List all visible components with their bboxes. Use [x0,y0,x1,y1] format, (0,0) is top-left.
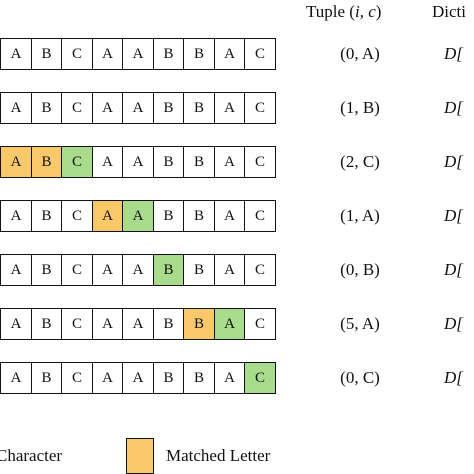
tuple-value: (0, A) [340,44,380,63]
dictionary-entry: D[ [444,314,463,333]
letter-cell-plain: A [91,308,124,340]
letter-cell-plain: A [213,254,246,286]
letter-cell-plain: A [0,254,32,286]
letter-cell-plain: C [61,254,93,286]
letter-cell-matched: A [0,146,32,178]
tuple-value: (2, C) [340,152,380,171]
letter-cell-plain: C [244,92,276,124]
letter-cell-plain: B [183,38,215,70]
letter-cell-plain: B [183,200,215,232]
legend-matched-swatch [126,438,154,474]
letter-cell-plain: A [213,38,246,70]
letter-cell-plain: B [30,254,63,286]
letter-cell-plain: C [244,200,276,232]
letter-cell-plain: B [152,200,185,232]
letter-cell-plain: B [183,254,215,286]
letter-cell-character: A [122,200,154,232]
letter-cell-plain: C [61,38,93,70]
letter-cell-plain: A [122,254,154,286]
letter-cell-character: B [152,254,185,286]
letter-cell-plain: B [30,200,63,232]
letter-cell-plain: A [213,146,246,178]
dictionary-header-text: Dicti [432,2,466,21]
tuple-value: (1, A) [340,206,380,225]
letter-cell-plain: A [0,38,32,70]
letter-cell-plain: A [91,362,124,394]
column-header-dictionary: Dicti [432,2,466,22]
letter-cell-plain: A [0,308,32,340]
letter-cell-plain: B [183,92,215,124]
letter-cell-plain: A [0,362,32,394]
letter-cell-character: C [61,146,93,178]
dictionary-entry: D[ [444,206,463,225]
letter-cell-plain: A [91,254,124,286]
letter-cell-plain: A [213,362,246,394]
letter-cell-character: A [213,308,246,340]
letter-cell-plain: A [91,38,124,70]
legend-character-label: Character [0,446,63,465]
letter-cell-plain: A [122,92,154,124]
letter-cell-matched: B [183,308,215,340]
letter-cell-plain: B [183,362,215,394]
letter-cell-plain: C [244,308,276,340]
letter-cell-matched: A [91,200,124,232]
letter-cell-plain: C [61,92,93,124]
letter-cell-plain: C [61,362,93,394]
letter-cell-character: C [244,362,276,394]
tuple-value: (5, A) [340,314,380,333]
dictionary-entry: D[ [444,368,463,387]
letter-cell-plain: A [122,308,154,340]
dictionary-entry: D[ [444,44,463,63]
letter-cell-plain: B [152,362,185,394]
letter-cell-plain: A [213,92,246,124]
legend-matched-label: Matched Letter [166,446,271,465]
letter-cell-matched: B [30,146,63,178]
letter-cell-plain: A [122,362,154,394]
letter-cell-plain: A [91,146,124,178]
letter-cell-plain: A [122,146,154,178]
dictionary-entry: D[ [444,98,463,117]
tuple-value: (1, B) [340,98,380,117]
letter-cell-plain: A [0,200,32,232]
letter-cell-plain: B [152,92,185,124]
letter-cell-plain: A [122,38,154,70]
letter-cell-plain: B [183,146,215,178]
letter-cell-plain: B [152,146,185,178]
dictionary-entry: D[ [444,152,463,171]
letter-cell-plain: C [244,146,276,178]
letter-cell-plain: B [152,38,185,70]
letter-cell-plain: B [30,38,63,70]
letter-cell-plain: A [213,200,246,232]
letter-cell-plain: B [30,362,63,394]
tuple-value: (0, B) [340,260,380,279]
letter-cell-plain: C [244,38,276,70]
letter-cell-plain: A [91,92,124,124]
letter-cell-plain: B [30,308,63,340]
dictionary-entry: D[ [444,260,463,279]
letter-cell-plain: C [61,308,93,340]
tuple-value: (0, C) [340,368,380,387]
letter-cell-plain: B [152,308,185,340]
letter-cell-plain: B [30,92,63,124]
tuple-header-text: Tuple (i, c) [306,2,382,21]
letter-cell-plain: C [244,254,276,286]
column-header-tuple: Tuple (i, c) [306,2,381,22]
letter-cell-plain: A [0,92,32,124]
letter-cell-plain: C [61,200,93,232]
